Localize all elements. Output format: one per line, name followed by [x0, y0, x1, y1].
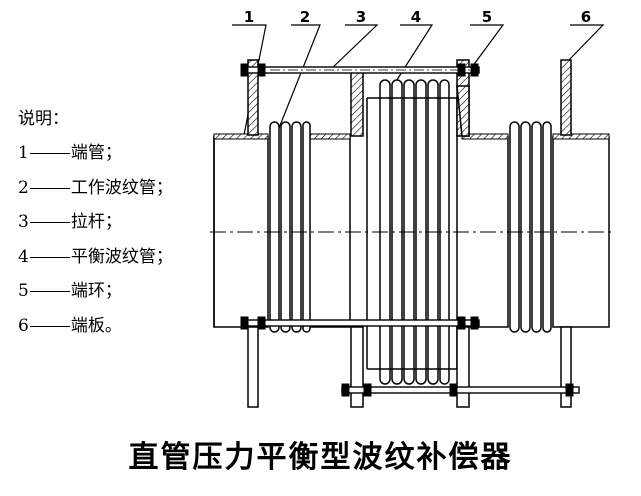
legend-number: 4 — [18, 246, 29, 267]
legend-number: 1 — [18, 143, 29, 163]
working-bellows-right — [509, 121, 552, 333]
leader-line-3 — [329, 24, 379, 71]
legend-item-5: 5 端环； — [18, 274, 173, 309]
working-bellows-left — [269, 121, 311, 333]
leader-line-4 — [392, 24, 434, 87]
legend-item-4: 4 平衡波纹管； — [18, 240, 173, 275]
legend-dash — [29, 222, 70, 224]
legend-dash — [29, 325, 70, 327]
legend-number: 3 — [18, 212, 29, 233]
legend-item-1: 1 端管； — [18, 136, 173, 171]
legend-text: 端板。 — [70, 315, 122, 336]
middle-pipe-left — [307, 133, 351, 328]
end-ring — [456, 85, 470, 137]
nuts — [240, 63, 574, 397]
leader-line-2 — [278, 24, 321, 129]
callout-number-5: 5 — [482, 8, 492, 26]
legend-heading: 说明： — [18, 109, 69, 129]
leader-line-6 — [566, 24, 605, 63]
legend-dash — [29, 187, 70, 189]
legend-text: 工作波纹管； — [70, 177, 173, 198]
callout-number-2: 2 — [300, 8, 310, 26]
end-pipe-right — [552, 133, 610, 328]
balance-inner-pipe — [366, 97, 458, 370]
legend-number: 6 — [18, 315, 29, 336]
legend-item-2: 2 工作波纹管； — [18, 171, 173, 206]
legend-text: 拉杆； — [70, 212, 122, 233]
legend-dash — [29, 291, 70, 293]
callout-number-4: 4 — [411, 8, 421, 26]
legend-text: 平衡波纹管； — [70, 246, 173, 267]
legend-item-3: 3 拉杆； — [18, 205, 173, 240]
legend-text: 端管； — [70, 143, 122, 163]
callout-number-6: 6 — [581, 8, 591, 26]
legend-dash — [29, 256, 70, 258]
legend-number: 2 — [18, 177, 29, 198]
legend-item-6: 6 端板。 — [18, 309, 173, 344]
callout-number-1: 1 — [244, 8, 254, 26]
end-pipe-left — [213, 133, 269, 328]
legend: 说明： 1 端管； 2 工作波纹管； 3 拉杆； 4 平衡波纹管； 5 端环； 6 端板。 — [18, 103, 173, 344]
diagram-title: 直管压力平衡型波纹补偿器 — [128, 440, 513, 475]
legend-number: 5 — [18, 281, 29, 302]
callout-number-3: 3 — [356, 8, 366, 26]
middle-pipe-right — [461, 133, 509, 328]
legend-text: 端环； — [70, 281, 122, 302]
legend-dash — [29, 153, 70, 154]
